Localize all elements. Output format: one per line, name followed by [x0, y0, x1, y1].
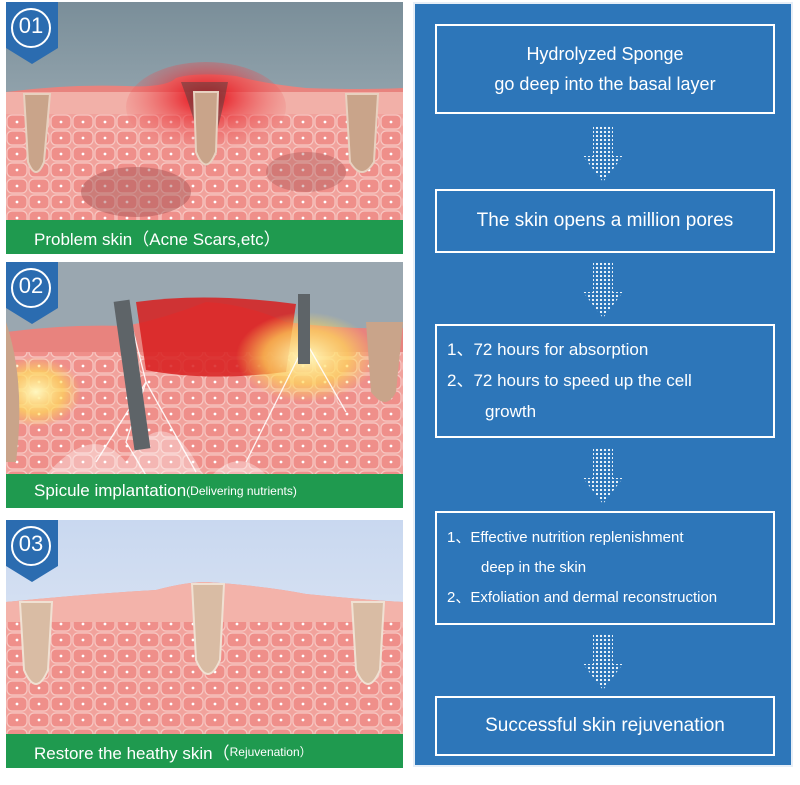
- caption-text: Restore the heathy skin（: [34, 743, 230, 763]
- dotted-down-arrow-icon: [583, 262, 623, 318]
- restored-skin-panel: 03 Restore the heathy skin（Rejuvenation）: [6, 520, 403, 768]
- flow-step-line: The skin opens a million pores: [476, 210, 734, 231]
- flow-list-item: 1、72 hours for absorption: [447, 340, 649, 359]
- panel-caption: Spicule implantation(Delivering nutrient…: [6, 474, 403, 508]
- dotted-down-arrow-icon: [583, 634, 623, 690]
- spicule-implantation-panel: 02 Spicule implantation(Delivering nutri…: [6, 262, 403, 508]
- panel-caption: Problem skin（Acne Scars,etc）: [6, 220, 403, 254]
- step-number: 03: [18, 531, 44, 556]
- panel-caption: Restore the heathy skin（Rejuvenation）: [6, 734, 403, 768]
- process-flow: Hydrolyzed Sponge go deep into the basal…: [413, 2, 793, 767]
- flow-list-item: 2、Exfoliation and dermal reconstruction: [447, 589, 718, 606]
- caption-subtext: Rejuvenation）: [229, 744, 312, 759]
- flow-list-item-continued: growth: [485, 402, 537, 421]
- dotted-down-arrow-icon: [583, 448, 623, 504]
- spicule-implantation-illustration: [6, 262, 403, 508]
- healthy-skin-illustration: [6, 520, 403, 768]
- flow-list-item: 2、72 hours to speed up the cell: [447, 371, 692, 390]
- caption-text: Problem skin（Acne Scars,etc）: [34, 229, 281, 249]
- flow-step-nutrition: 1、Effective nutrition replenishment deep…: [435, 511, 775, 625]
- caption-subtext: (Delivering nutrients): [186, 484, 297, 498]
- flow-step-line: Successful skin rejuvenation: [485, 715, 725, 736]
- step-badge: 03: [6, 520, 64, 584]
- flow-list-item-continued: deep in the skin: [481, 559, 587, 576]
- step-badge: 01: [6, 2, 64, 66]
- flow-step-line: Hydrolyzed Sponge: [526, 44, 684, 64]
- dotted-down-arrow-icon: [583, 126, 623, 182]
- flow-list-item: 1、Effective nutrition replenishment: [447, 529, 684, 546]
- step-number: 02: [18, 273, 44, 298]
- flow-step-open-pores: The skin opens a million pores: [435, 189, 775, 253]
- flow-step-hydrolyzed-sponge: Hydrolyzed Sponge go deep into the basal…: [435, 24, 775, 114]
- step-number: 01: [18, 13, 44, 38]
- flow-step-rejuvenation: Successful skin rejuvenation: [435, 696, 775, 756]
- flow-step-absorption: 1、72 hours for absorption 2、72 hours to …: [435, 324, 775, 438]
- flow-step-line: go deep into the basal layer: [494, 74, 716, 94]
- problem-skin-illustration: [6, 2, 403, 254]
- step-badge: 02: [6, 262, 64, 326]
- problem-skin-panel: 01 Problem skin（Acne Scars,etc）: [6, 2, 403, 254]
- caption-text: Spicule implantation: [34, 481, 187, 500]
